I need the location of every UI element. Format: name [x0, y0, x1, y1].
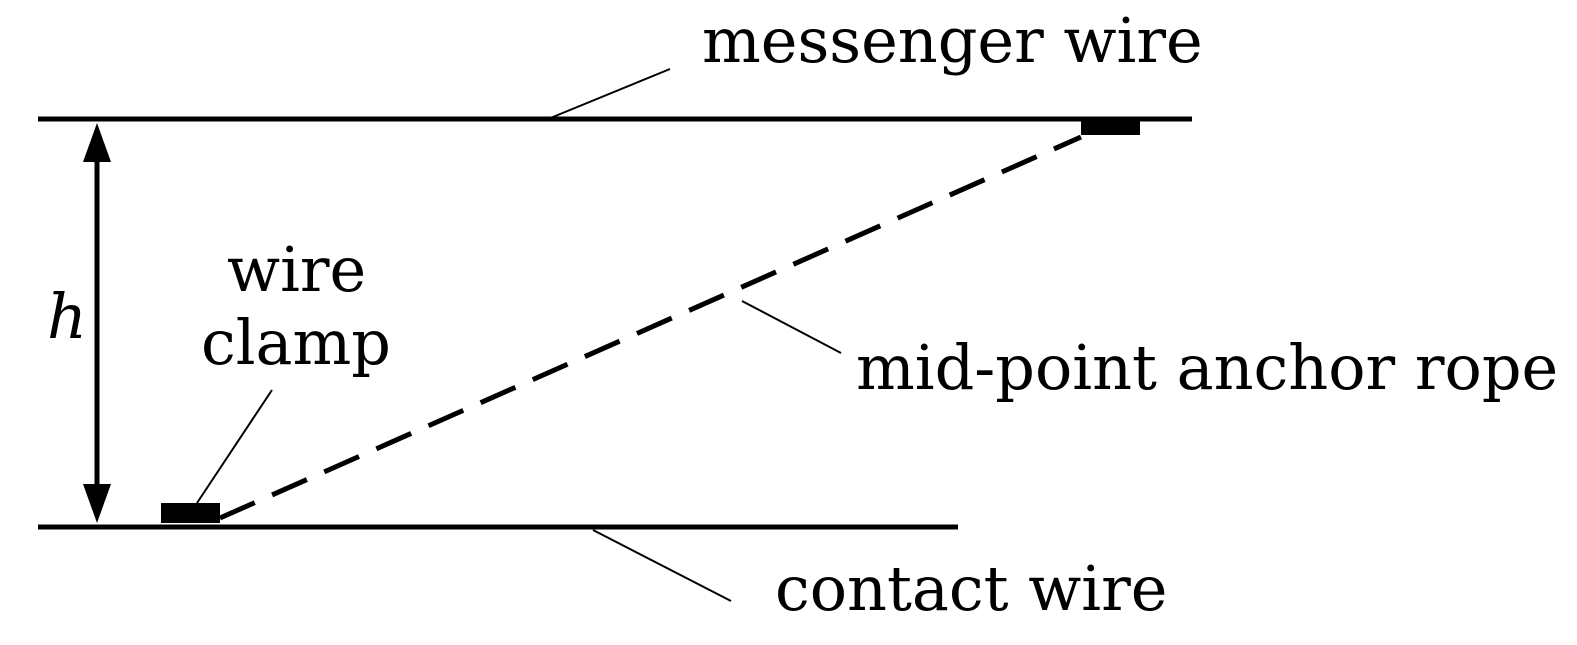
wire-clamp-block	[161, 503, 220, 523]
wire-clamp-leader	[196, 389, 273, 504]
wire-clamp-label-line1: wire	[227, 233, 366, 306]
height-symbol-label: h	[47, 280, 87, 353]
anchor-rope-leader	[741, 300, 842, 354]
messenger-wire-leader	[547, 68, 671, 120]
messenger-wire-label: messenger wire	[702, 4, 1203, 77]
contact-wire-label: contact wire	[775, 552, 1167, 625]
anchor-rope-line	[218, 134, 1083, 521]
height-dimension-arrow	[83, 123, 111, 523]
anchor-rope-label: mid-point anchor rope	[856, 331, 1558, 404]
height-arrow-bottom-head	[83, 484, 111, 523]
messenger-clamp-block	[1081, 117, 1140, 135]
height-arrow-top-head	[83, 123, 111, 162]
wire-clamp-label-line2: clamp	[201, 306, 391, 379]
contact-wire-leader	[592, 529, 732, 602]
